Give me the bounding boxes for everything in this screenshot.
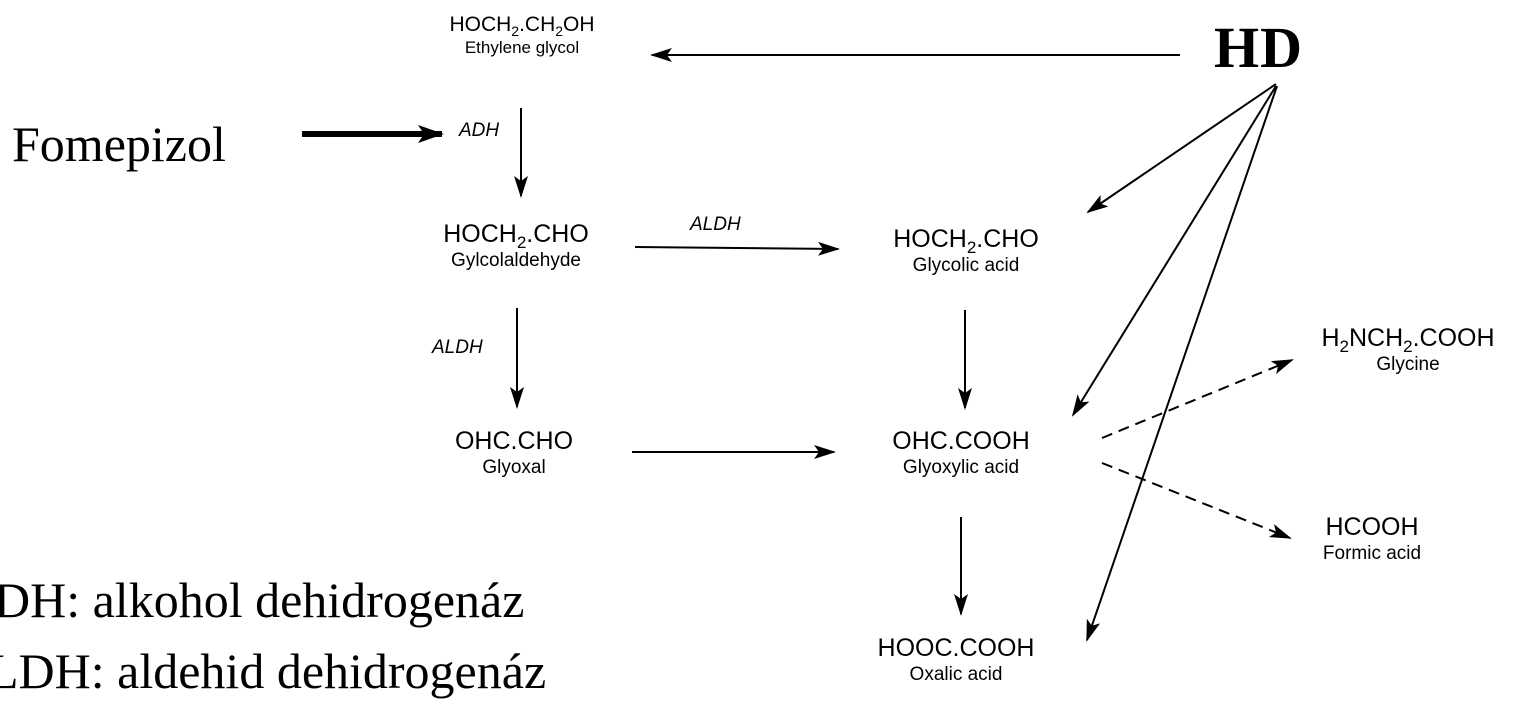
name-glyoxylic-acid: Glyoxylic acid <box>902 457 1020 478</box>
enzyme-label-aldh-down: ALDH <box>432 337 483 358</box>
arrow-hd-to-glyoxylic-acid <box>1071 85 1277 417</box>
arrow-glyoxylic-acid-to-glycine <box>1101 359 1294 439</box>
arrow-glycolaldehyde-to-glycolic-acid <box>634 241 840 256</box>
name-glycine: Glycine <box>1376 354 1440 375</box>
node-glycolaldehyde: HOCH2.CHO Gylcolaldehyde <box>443 220 589 273</box>
node-glyoxal: OHC.CHO Glyoxal <box>455 427 573 480</box>
node-glyoxylic-acid: OHC.COOH Glyoxylic acid <box>892 427 1030 480</box>
formula-formic-acid: HCOOH <box>1325 513 1419 541</box>
name-glycolaldehyde: Gylcolaldehyde <box>451 250 581 271</box>
name-glycolic-acid: Glycolic acid <box>912 255 1020 276</box>
legend-line-aldh: LDH: aldehid dehidrogenáz <box>0 643 547 699</box>
name-formic-acid: Formic acid <box>1322 543 1422 564</box>
node-oxalic-acid: HOOC.COOH Oxalic acid <box>878 634 1035 687</box>
node-glycolic-acid: HOCH2.CHO Glycolic acid <box>893 225 1039 278</box>
name-glyoxal: Glyoxal <box>482 457 546 478</box>
enzyme-label-aldh-right: ALDH <box>690 214 741 235</box>
arrow-hd-to-oxalic-acid <box>1086 85 1278 642</box>
arrow-glyoxylic-acid-to-formic-acid <box>1101 462 1292 539</box>
formula-glycine: H2NCH2.COOH <box>1321 324 1495 356</box>
formula-oxalic-acid: HOOC.COOH <box>877 634 1035 662</box>
node-ethylene-glycol: HOCH2.CH2OH Ethylene glycol <box>449 12 594 59</box>
formula-glycolaldehyde: HOCH2.CHO <box>443 220 589 252</box>
enzyme-label-adh: ADH <box>459 120 500 141</box>
hd-label: HD <box>1214 15 1303 80</box>
formula-glyoxylic-acid: OHC.COOH <box>892 427 1030 455</box>
legend-line-adh: DH: alkohol dehidrogenáz <box>0 572 525 628</box>
name-ethylene-glycol: Ethylene glycol <box>464 38 580 57</box>
arrow-hd-to-glycolic-acid <box>1086 83 1277 214</box>
formula-ethylene-glycol: HOCH2.CH2OH <box>449 13 595 40</box>
formula-glyoxal: OHC.CHO <box>454 427 574 455</box>
formula-glycolic-acid: HOCH2.CHO <box>893 225 1039 257</box>
node-glycine: H2NCH2.COOH Glycine <box>1321 324 1494 377</box>
node-formic-acid: HCOOH Formic acid <box>1323 513 1421 566</box>
fomepizol-label: Fomepizol <box>12 116 226 172</box>
name-oxalic-acid: Oxalic acid <box>909 664 1003 685</box>
